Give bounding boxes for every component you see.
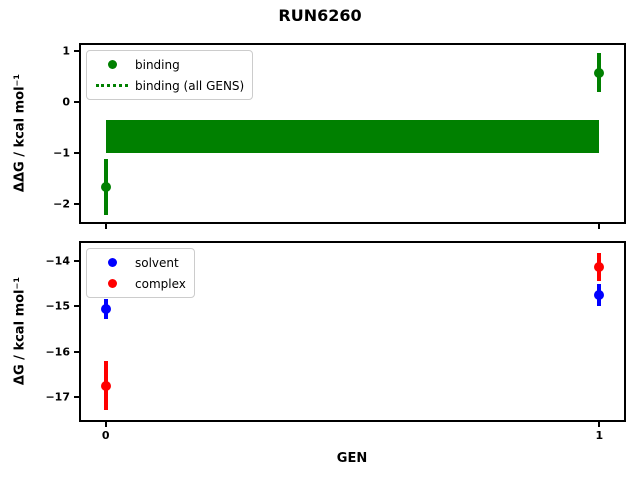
legend-dotted-line-icon xyxy=(95,84,129,87)
y-tick-label: 1 xyxy=(62,44,70,58)
x-tick-mark xyxy=(598,422,601,427)
legend-label: complex xyxy=(135,276,186,291)
y-tick-mark xyxy=(74,305,79,308)
y-tick-mark xyxy=(74,203,79,206)
bottom-subplot-free-energy: −14 −15 −16 −17 0 1 solvent complex xyxy=(45,241,626,442)
x-tick-mark xyxy=(104,422,107,427)
y-tick-mark xyxy=(74,151,79,154)
legend-label: solvent xyxy=(135,255,179,270)
dot-marker-icon xyxy=(107,60,117,69)
y-tick-mark xyxy=(74,49,79,52)
top-subplot-binding: 1 0 −1 −2 binding binding (all GENS) xyxy=(53,43,626,229)
chart-title: RUN6260 xyxy=(278,6,362,25)
legend-dot-icon xyxy=(95,60,129,69)
band-binding-all-gens- xyxy=(105,119,600,153)
dot-marker-icon xyxy=(107,279,117,288)
x-tick-label: 1 xyxy=(595,429,604,442)
x-tick-label: 0 xyxy=(101,429,110,442)
legend-item-complex: complex xyxy=(95,273,186,294)
y-tick-label: −2 xyxy=(53,197,70,211)
y-tick-label: −17 xyxy=(45,390,70,404)
legend-item-solvent: solvent xyxy=(95,252,186,273)
y-tick-label: −1 xyxy=(53,146,70,160)
legend-dot-icon xyxy=(95,258,129,267)
x-axis-label: GEN xyxy=(336,451,368,466)
y-axis-label-top: ΔΔG / kcal mol⁻¹ xyxy=(12,73,28,193)
y-tick-label: −16 xyxy=(45,345,70,359)
dot-marker-icon xyxy=(107,258,117,267)
legend-label: binding xyxy=(135,57,180,72)
data-point-solvent-gen0 xyxy=(100,303,111,314)
data-point-solvent-gen1 xyxy=(594,290,605,301)
data-point-complex-gen0 xyxy=(100,380,111,391)
x-tick-mark xyxy=(598,224,601,229)
y-axis-label-bottom: ΔG / kcal mol⁻¹ xyxy=(12,276,28,386)
y-tick-label: −14 xyxy=(45,254,70,268)
y-tick-label: −15 xyxy=(45,299,70,313)
y-tick-label: 0 xyxy=(62,95,70,109)
x-tick-mark xyxy=(104,224,107,229)
y-tick-mark xyxy=(74,350,79,353)
legend-item-binding-all-gens-: binding (all GENS) xyxy=(95,75,244,96)
legend: solvent complex xyxy=(86,248,195,298)
y-tick-mark xyxy=(74,260,79,263)
dotted-line-icon xyxy=(96,84,128,87)
legend-dot-icon xyxy=(95,279,129,288)
legend-label: binding (all GENS) xyxy=(135,78,245,93)
y-tick-mark xyxy=(74,100,79,103)
y-tick-mark xyxy=(74,395,79,398)
legend: binding binding (all GENS) xyxy=(86,50,254,100)
data-point-binding-gen0 xyxy=(100,182,111,193)
data-point-complex-gen1 xyxy=(594,261,605,272)
data-point-binding-gen1 xyxy=(594,67,605,78)
legend-item-binding: binding xyxy=(95,54,244,75)
